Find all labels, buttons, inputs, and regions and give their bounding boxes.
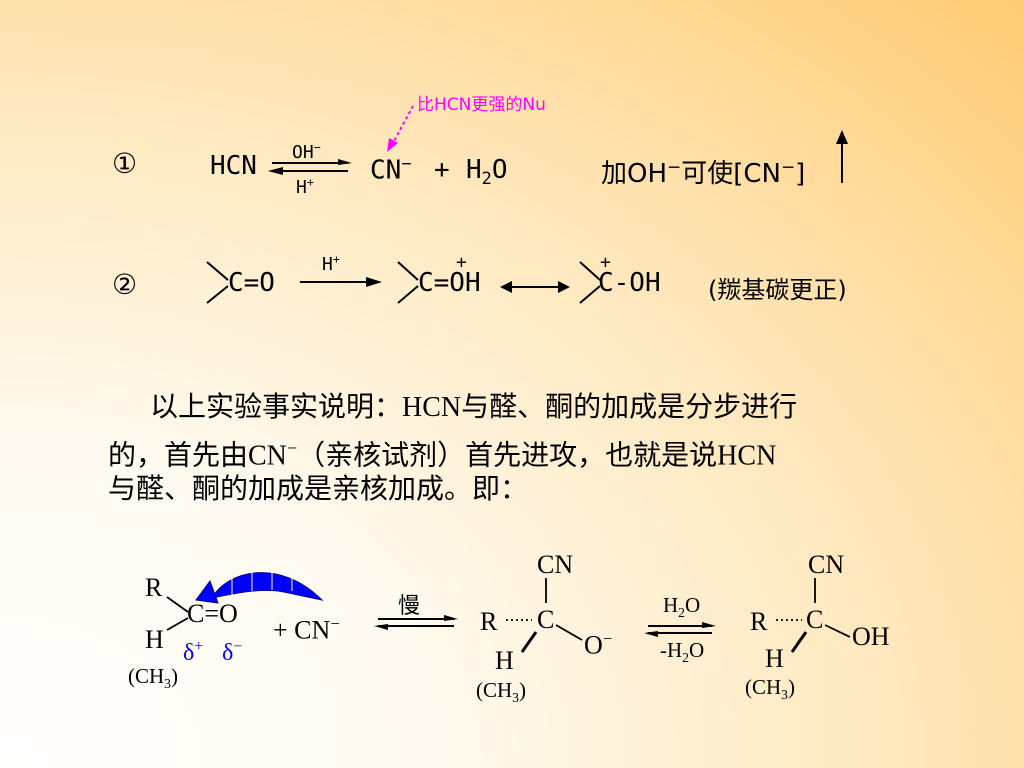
intermediate-cn: CN [537,550,574,579]
intermediate-h: H [495,646,514,675]
up-arrow [836,130,848,183]
water-reverse-label: -H2O [660,638,705,666]
eq1-number: ① [112,147,138,180]
mech-r: R [145,573,163,602]
product-bonds [776,578,851,653]
resonance-arrow [500,281,570,293]
eq1-plus: + [434,155,450,185]
mech-h: H [145,625,164,654]
eq2-arrow [300,277,382,287]
product-oh: OH [852,622,890,651]
eq2-middle: C=OH [418,268,481,298]
eq1-reverse-condition: H+ [296,175,314,198]
paragraph-line-2: 的，首先由CN−（亲核试剂）首先进攻，也就是说HCN [108,438,777,472]
intermediate-ch3: (CH3) [476,678,526,706]
water-equilibrium-arrow [644,622,716,637]
product-h: H [765,644,784,673]
paragraph-line-3: 与醛、酮的加成是亲核加成。即： [108,474,529,505]
mech-plus-cyanide: + CN− [273,614,340,645]
eq2-condition: H+ [322,252,340,275]
eq1-note: 加OH−可使[CN−] [601,156,806,189]
curved-electron-arrow [195,570,324,604]
intermediate-o-minus: O− [584,629,613,660]
mech-ch3: (CH3) [128,664,178,692]
eq2-right-charge: + [600,252,611,273]
mech-reactant-bonds [166,596,189,631]
eq2-number: ② [112,268,138,301]
intermediate-c: C [537,605,555,634]
eq1-callout-label: 比HCN更强的Nu [417,95,546,115]
eq1-reactant: HCN [210,151,257,181]
product-r: R [750,607,768,636]
eq1-forward-condition: OH− [292,140,321,163]
eq1-water: H2O [466,155,508,189]
delta-plus: δ+ [183,638,204,666]
eq1-equilibrium-arrow [268,159,352,175]
callout-arrow [387,105,414,152]
mech-carbonyl: C=O [187,599,238,628]
eq2-middle-charge: + [456,252,467,273]
paragraph-line-1: 以上实验事实说明：HCN与醛、酮的加成是分步进行 [150,392,798,423]
slow-equilibrium-arrow [374,615,458,630]
product-ch3: (CH3) [745,675,795,703]
water-forward-label: H2O [663,593,701,621]
eq2-reactant: C=O [228,268,275,298]
eq1-product: CN− [370,153,412,186]
intermediate-r: R [480,607,498,636]
product-cn: CN [808,550,845,579]
slow-label: 慢 [398,594,421,619]
eq2-note: (羰基碳更正) [708,276,847,304]
delta-minus: δ− [222,638,243,666]
product-c: C [806,605,824,634]
eq2-bonds [206,261,601,304]
intermediate-bonds [506,578,583,653]
eq2-right: C-OH [598,268,661,298]
